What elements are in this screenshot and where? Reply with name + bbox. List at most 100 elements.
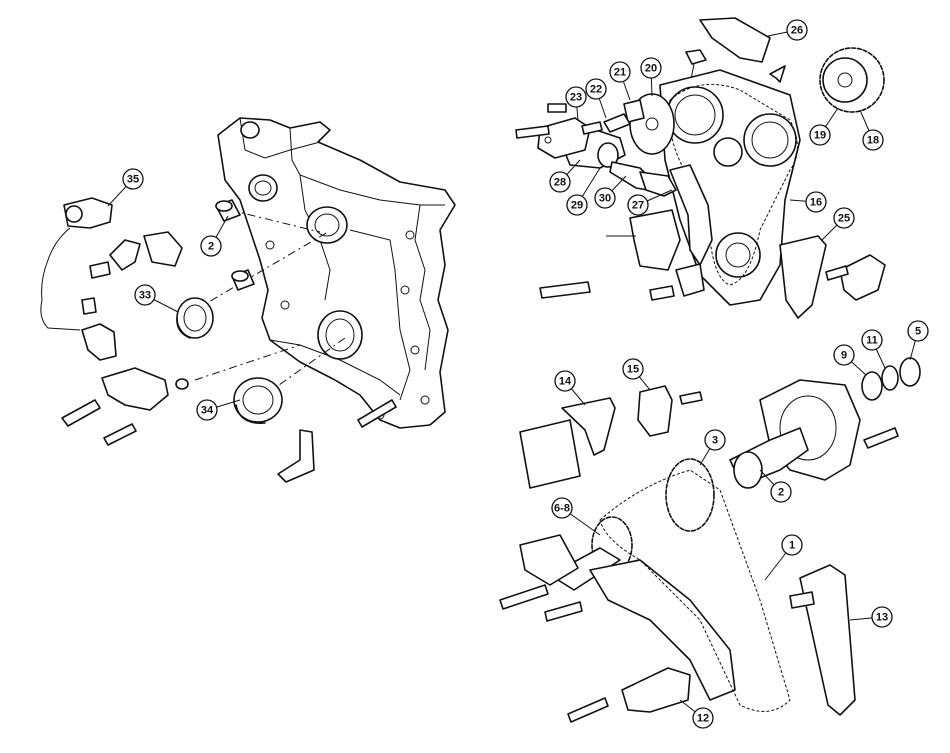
callout-circle: [200, 235, 222, 257]
callout-circle: [566, 194, 588, 216]
callout-c15: 15: [622, 358, 651, 391]
callout-circle: [805, 191, 827, 213]
callout-label: 30: [599, 193, 611, 205]
timing-chain-1: [599, 469, 791, 712]
callout-label: 5: [915, 326, 921, 338]
callout-c30: 30: [594, 175, 627, 209]
callout-c21: 21: [609, 61, 631, 101]
tensioner-15: [637, 385, 673, 437]
callout-circle: [609, 61, 631, 83]
callout-circle: [861, 329, 883, 351]
callout-circle: [134, 284, 156, 306]
callout-label: 2: [208, 241, 214, 253]
callout-label: 21: [614, 67, 626, 79]
callout-c2a: 2: [200, 215, 229, 257]
callout-label: 25: [838, 213, 850, 225]
callout-circle: [781, 534, 803, 556]
callout-label: 35: [127, 174, 139, 186]
tensioner-blade-27: [669, 164, 713, 266]
callout-c1: 1: [764, 534, 803, 581]
callout-circle: [833, 207, 855, 229]
chain-tensioner-assembly: [499, 357, 921, 723]
bracket-12: [621, 667, 691, 713]
chain-guide-25: [779, 235, 827, 319]
callout-circle: [622, 358, 644, 380]
bush-2-lower: [231, 269, 255, 291]
callout-label: 29: [571, 200, 583, 212]
callout-c33: 33: [134, 284, 179, 313]
chain-guide-13: [799, 564, 856, 716]
callout-circle: [585, 78, 607, 100]
callout-label: 34: [201, 405, 214, 417]
callout-label: 16: [810, 197, 822, 209]
ring-11: [881, 365, 899, 391]
callout-c22: 22: [585, 78, 607, 119]
timing-cover-assembly: [194, 117, 456, 429]
callout-circle: [640, 57, 662, 79]
callout-label: 1: [789, 540, 795, 552]
callout-circle: [770, 481, 792, 503]
seal-5: [899, 357, 921, 387]
callout-label: 15: [627, 364, 639, 376]
bracket-lower: [277, 429, 315, 483]
callout-c27: 27: [627, 189, 673, 216]
callout-c9: 9: [833, 344, 867, 376]
sensor-assembly-35: [40, 197, 183, 446]
callout-c14: 14: [554, 370, 586, 406]
callout-c28: 28: [549, 159, 581, 193]
callout-circle: [594, 187, 616, 209]
callout-circle: [627, 194, 649, 216]
callout-c16: 16: [789, 191, 827, 213]
callout-label: 27: [632, 200, 644, 212]
callout-c13: 13: [849, 606, 893, 628]
oil-seal-33: [176, 297, 214, 339]
callout-label: 12: [697, 713, 709, 725]
callout-c2b: 2: [759, 469, 792, 503]
callout-circle: [907, 320, 929, 342]
callout-circle: [551, 497, 573, 519]
callout-label: 26: [791, 25, 803, 37]
callout-c29: 29: [566, 167, 601, 216]
bracket-14: [561, 397, 616, 456]
callout-c12: 12: [679, 699, 714, 729]
dowel: [175, 378, 189, 390]
bush-2-upper: [215, 199, 241, 222]
callout-label: 20: [645, 63, 657, 75]
callout-label: 13: [876, 612, 888, 624]
callout-label: 11: [866, 335, 878, 347]
callout-label: 28: [554, 177, 566, 189]
callout-c68: 6-8: [551, 497, 601, 536]
callout-c34: 34: [196, 399, 241, 421]
tensioner-arm: [589, 559, 736, 701]
callout-circle: [862, 129, 884, 151]
callout-label: 6-8: [554, 503, 570, 515]
crank-sprocket-top: [715, 232, 761, 278]
callout-label: 19: [814, 130, 826, 142]
callout-c23: 23: [565, 86, 587, 121]
callout-c35: 35: [107, 168, 144, 207]
callout-label: 3: [712, 435, 718, 447]
callout-label: 9: [841, 350, 847, 362]
ring-9: [861, 371, 883, 401]
callout-label: 23: [570, 92, 582, 104]
oil-seal-34: [233, 377, 283, 424]
callout-label: 2: [778, 487, 784, 499]
cam-drive-assembly: [515, 17, 886, 319]
callout-circle: [871, 606, 893, 628]
callout-circle: [692, 707, 714, 729]
callout-circle: [554, 370, 576, 392]
callout-c11: 11: [861, 329, 886, 369]
callout-circle: [565, 86, 587, 108]
callout-c19: 19: [809, 107, 839, 146]
callout-label: 14: [559, 376, 572, 388]
callout-circle: [833, 344, 855, 366]
callout-c18: 18: [859, 109, 884, 151]
callout-circle: [122, 168, 144, 190]
callout-circle: [786, 19, 808, 41]
callout-c20: 20: [640, 57, 662, 97]
cover-26: [699, 17, 771, 63]
callout-label: 18: [867, 135, 879, 147]
callout-label: 33: [139, 290, 151, 302]
